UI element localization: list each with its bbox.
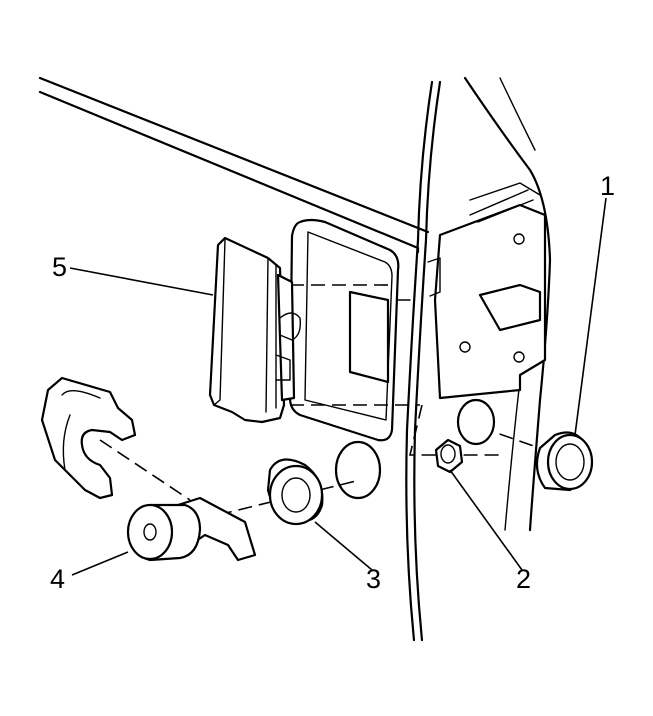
callout-4: 4 — [50, 564, 65, 594]
nut-part-2 — [434, 438, 464, 474]
plug-grommet-part-1 — [535, 431, 594, 492]
callout-5: 5 — [52, 252, 67, 282]
callout-3: 3 — [366, 564, 381, 594]
tailgate-handle-part-5 — [208, 236, 302, 424]
callout-1: 1 — [600, 171, 615, 201]
bezel-ring-part-3 — [266, 458, 324, 526]
latch-bracket — [427, 182, 547, 400]
tailgate-edge — [405, 80, 442, 642]
handle-recess — [288, 218, 400, 442]
lock-cylinder-hole — [334, 440, 382, 500]
leader-lines — [69, 197, 607, 576]
callout-2: 2 — [516, 564, 531, 594]
bracket-hole — [456, 398, 496, 446]
lock-cylinder-part-4 — [126, 496, 257, 562]
retainer-clip — [40, 376, 137, 500]
body-pillar — [463, 76, 552, 532]
